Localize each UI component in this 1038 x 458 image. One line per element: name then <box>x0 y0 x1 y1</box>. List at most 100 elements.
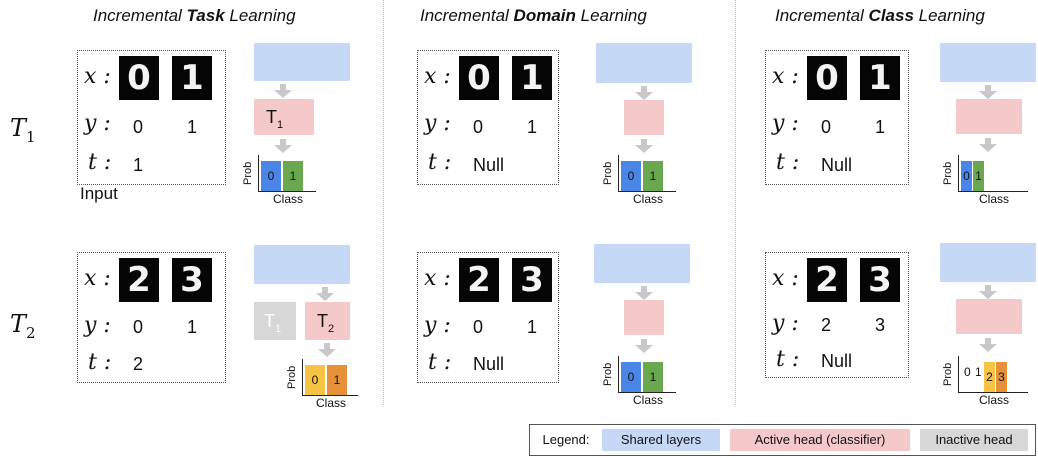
prob-bar: 1 <box>973 161 984 191</box>
column-title-domain: Incremental Domain Learning <box>420 6 647 25</box>
t-value: 2 <box>133 354 144 374</box>
digit-image: 2 <box>119 258 159 302</box>
digit-image: 0 <box>459 56 499 100</box>
prob-bar: 3 <box>996 362 1007 392</box>
y-value: 0 <box>133 117 144 137</box>
chart-y-axis <box>618 356 619 392</box>
active-head: T1 <box>254 99 314 135</box>
chart-x-axis <box>258 191 316 192</box>
column-title-task: Incremental Task Learning <box>93 6 296 25</box>
y-symbol: y : <box>772 311 799 336</box>
chart-y-label: Prob <box>942 161 954 185</box>
prob-bar: 1 <box>327 365 347 395</box>
t-symbol: t : <box>776 150 800 175</box>
active-head: T2 <box>305 302 350 340</box>
chart-x-axis <box>618 191 676 192</box>
shared-layers-block <box>254 43 350 81</box>
legend-shared-layers: Shared layers <box>602 429 720 451</box>
legend: Legend: Shared layers Active head (class… <box>529 424 1036 456</box>
y-symbol: y : <box>772 111 799 136</box>
active-head <box>956 99 1022 134</box>
chart-y-label: Prob <box>602 161 614 185</box>
x-symbol: x : <box>84 64 111 89</box>
prob-bar: 1 <box>283 161 303 191</box>
chart-x-axis <box>958 392 1028 393</box>
chart-x-axis <box>618 392 676 393</box>
row-label-t2: T2 <box>10 310 36 342</box>
input-box-domain-r1: x : 0 1 y : 0 1 t : Null <box>417 50 559 185</box>
shared-layers-block <box>596 43 692 83</box>
chart-y-axis <box>958 356 959 392</box>
x-symbol: x : <box>772 266 799 291</box>
y-value: 2 <box>821 315 832 335</box>
input-label: Input <box>80 184 118 203</box>
t-symbol: t : <box>428 350 452 375</box>
chart-x-label: Class <box>273 192 304 206</box>
t-value: Null <box>473 155 505 175</box>
digit-image: 1 <box>172 56 212 100</box>
x-symbol: x : <box>424 64 451 89</box>
legend-inactive-head: Inactive head <box>920 429 1028 451</box>
digit-image: 3 <box>860 258 900 302</box>
y-value: 1 <box>527 117 538 137</box>
t-symbol: t : <box>776 347 800 372</box>
active-head <box>624 100 664 135</box>
t-value: Null <box>821 155 853 175</box>
input-box-task-r1: x : 0 1 y : 0 1 t : 1 <box>77 50 226 185</box>
y-symbol: y : <box>424 313 451 338</box>
column-title-class: Incremental Class Learning <box>775 6 985 25</box>
digit-image: 2 <box>459 258 499 302</box>
digit-image: 0 <box>119 56 159 100</box>
y-symbol: y : <box>84 313 111 338</box>
chart-x-label: Class <box>633 393 664 407</box>
prob-bar: 2 <box>984 362 995 392</box>
chart-x-axis <box>958 191 1028 192</box>
y-value: 0 <box>473 117 484 137</box>
digit-image: 3 <box>512 258 552 302</box>
prob-bar: 0 <box>621 161 641 191</box>
t-value: Null <box>473 354 505 374</box>
column-separator <box>383 0 384 405</box>
input-box-class-r2: x : 2 3 y : 2 3 t : Null <box>765 252 909 378</box>
y-value: 0 <box>821 117 832 137</box>
active-head <box>624 300 664 335</box>
x-symbol: x : <box>84 266 111 291</box>
input-box-task-r2: x : 2 3 y : 0 1 t : 2 <box>77 252 226 383</box>
chart-y-axis <box>302 359 303 395</box>
chart-y-label: Prob <box>602 362 614 386</box>
y-value: 1 <box>527 317 538 337</box>
digit-image: 1 <box>860 56 900 100</box>
class-tick-label: 0 <box>964 365 971 379</box>
prob-bar: 0 <box>961 161 972 191</box>
active-head <box>956 299 1022 334</box>
chart-y-axis <box>618 155 619 191</box>
t-value: 1 <box>133 155 144 175</box>
class-tick-label: 1 <box>975 365 982 379</box>
y-value: 1 <box>875 117 886 137</box>
shared-layers-block <box>594 244 690 283</box>
y-value: 0 <box>133 317 144 337</box>
chart-y-axis <box>258 155 259 191</box>
t-symbol: t : <box>88 150 112 175</box>
shared-layers-block <box>940 243 1036 282</box>
column-separator <box>735 0 736 405</box>
y-value: 3 <box>875 315 886 335</box>
shared-layers-block <box>940 43 1036 82</box>
t-value: Null <box>821 351 853 371</box>
y-value: 0 <box>473 317 484 337</box>
t-symbol: t : <box>428 150 452 175</box>
chart-y-label: Prob <box>286 365 298 389</box>
chart-y-label: Prob <box>942 362 954 386</box>
y-value: 1 <box>187 117 198 137</box>
chart-x-axis <box>302 395 358 396</box>
chart-x-label: Class <box>633 192 664 206</box>
chart-x-label: Class <box>316 396 347 410</box>
chart-y-label: Prob <box>242 161 254 185</box>
x-symbol: x : <box>424 266 451 291</box>
